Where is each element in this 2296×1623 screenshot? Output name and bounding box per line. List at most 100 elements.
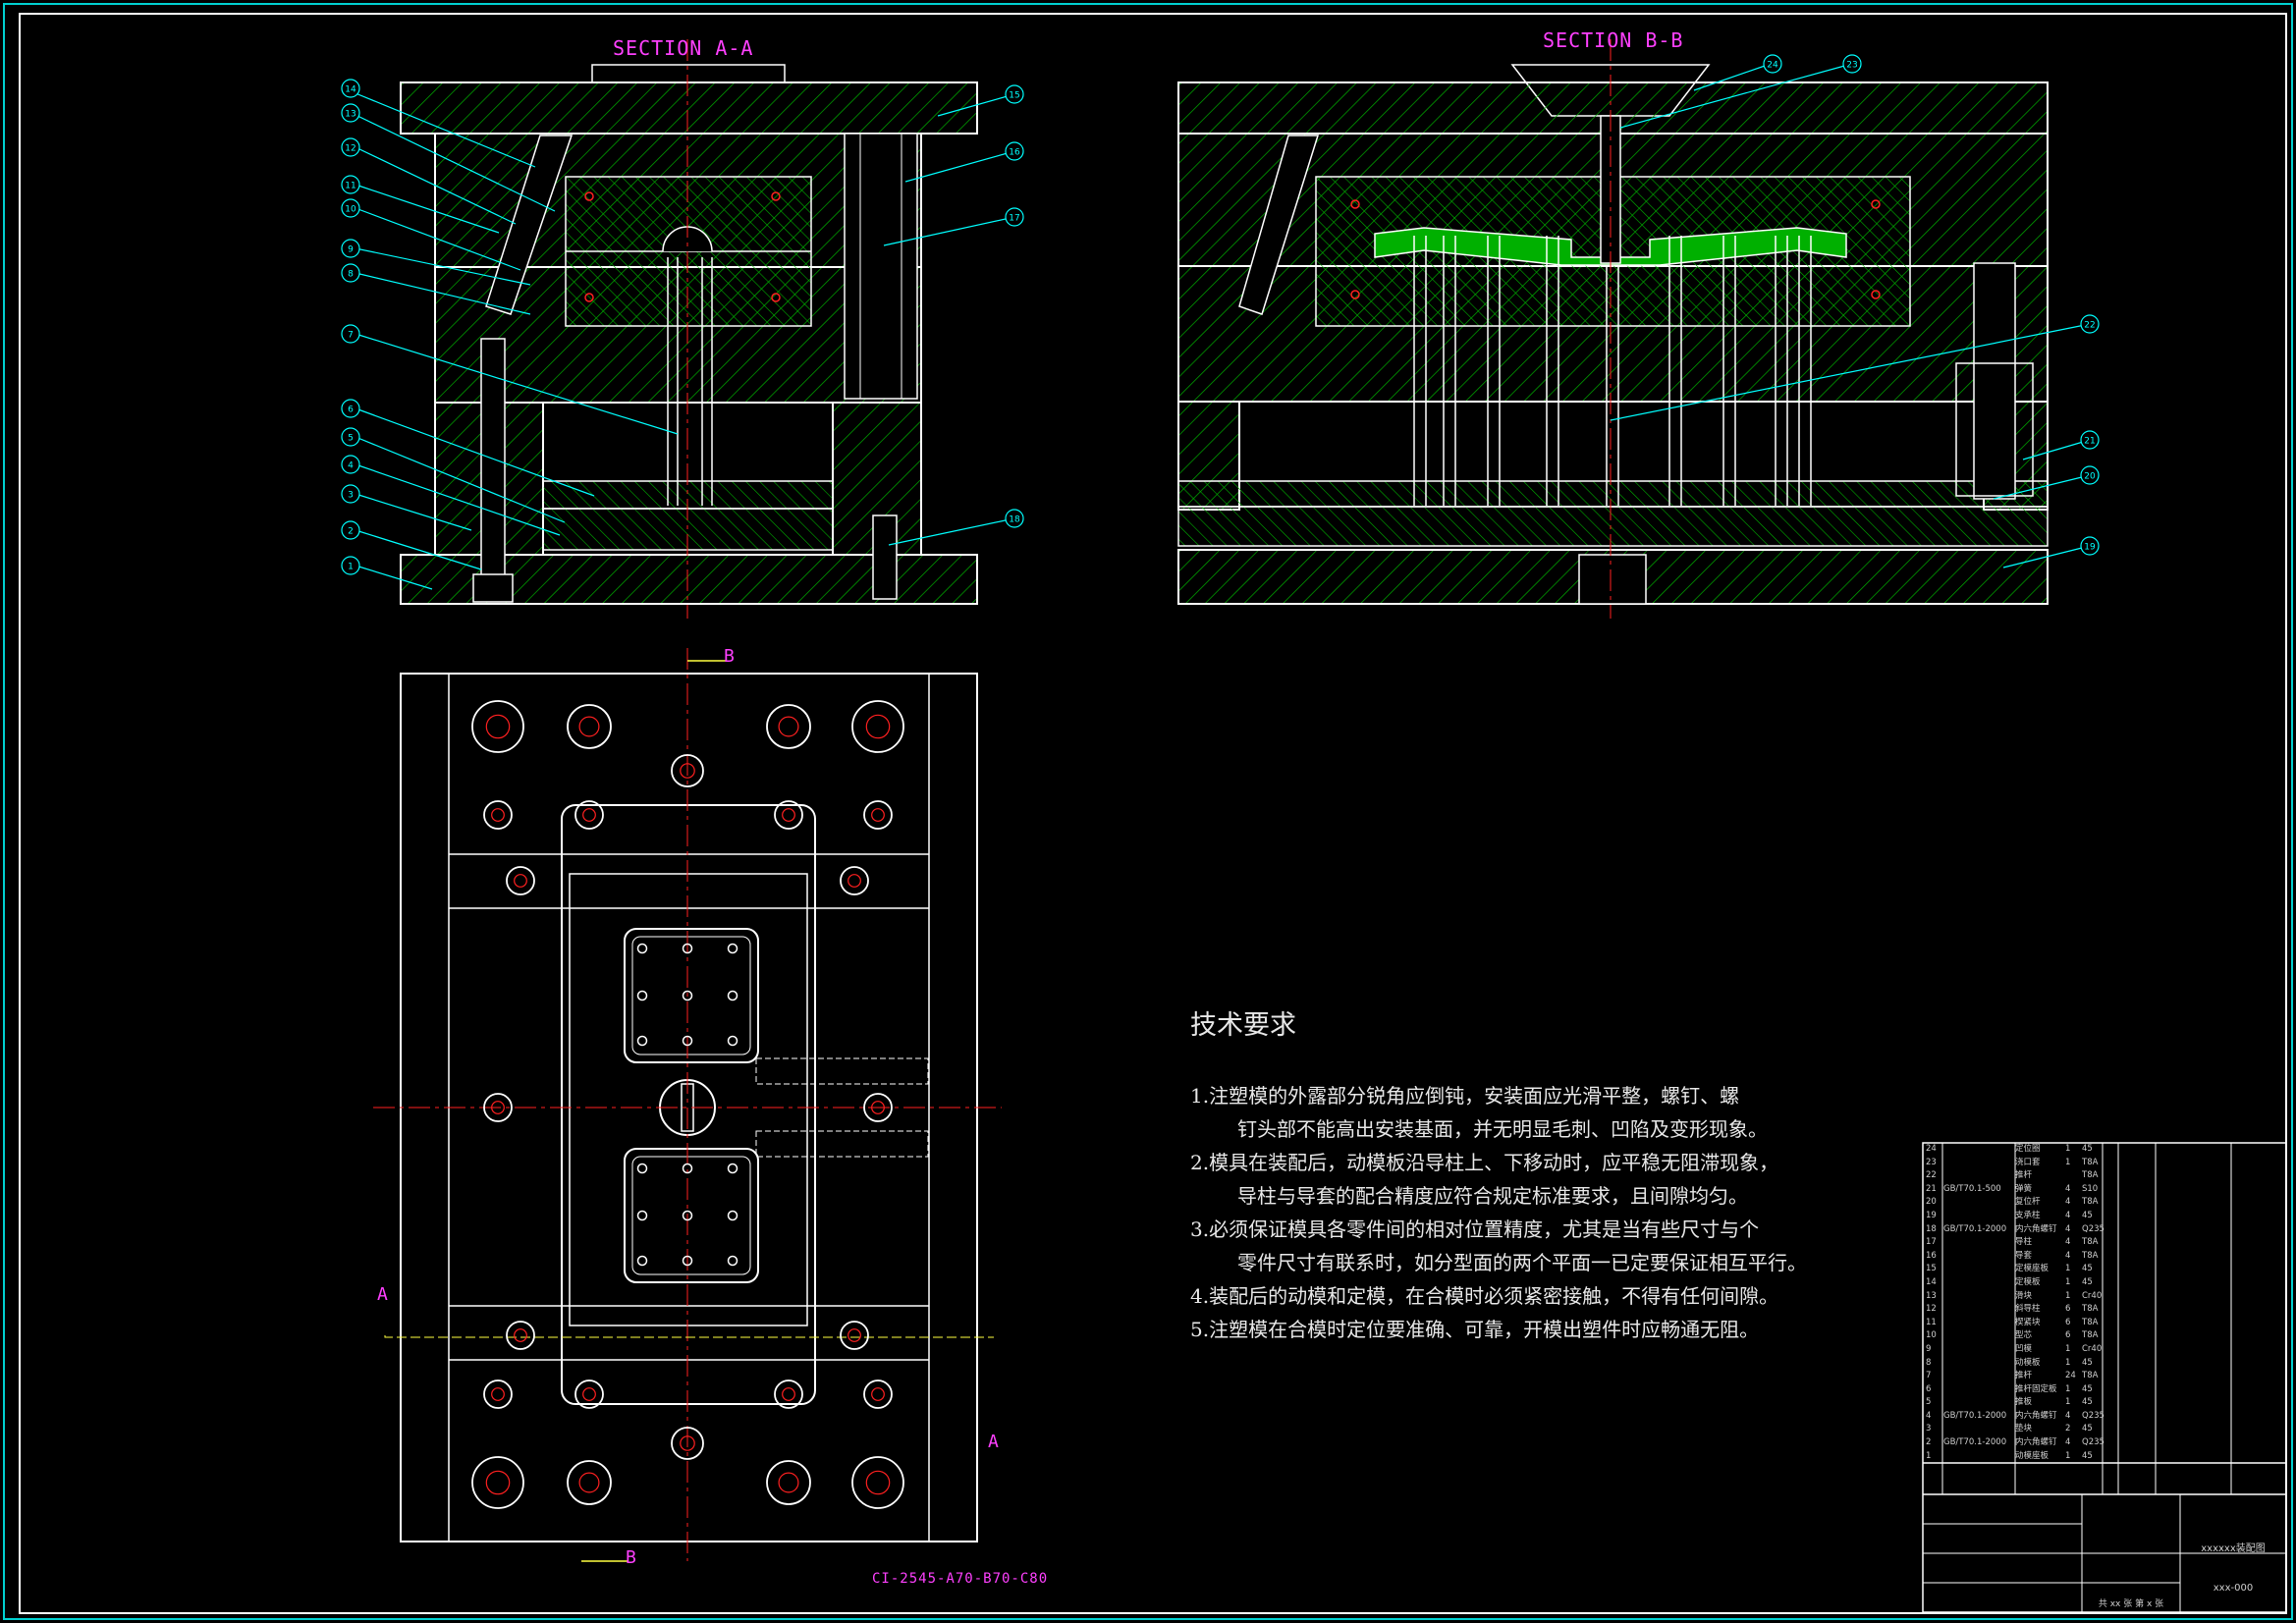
bolt-hole-center (782, 1387, 795, 1401)
bom-cell-name: 凹模 (2015, 1343, 2033, 1354)
bom-cell-no: 8 (1926, 1357, 1932, 1368)
bolt-hole-center (578, 716, 600, 737)
bolt-hole (574, 1380, 604, 1409)
ejector-hole (682, 1035, 693, 1047)
part-balloon-number: 15 (1009, 91, 1019, 101)
tech-item: 钉头部不能高出安装基面，并无明显毛刺、凹陷及变形现象。 (1237, 1117, 1768, 1141)
bolt-hole-center (871, 808, 885, 822)
bom-cell-note (2118, 1383, 2275, 1397)
bom-cell-no: 22 (1926, 1170, 1937, 1181)
bom-cell-std (1943, 1263, 2015, 1276)
cut-a-label-right: A (988, 1432, 1000, 1452)
bom-cell-qty: 4 (2065, 1237, 2071, 1248)
bolt-hole (483, 800, 513, 830)
bom-cell-qty: 1 (2065, 1264, 2071, 1274)
ejector-hole (636, 1210, 648, 1221)
bom-cell-name: 定位圈 (2015, 1144, 2041, 1154)
bom-cell-qty: 1 (2065, 1276, 2071, 1287)
part-balloon-number: 12 (345, 144, 355, 154)
section-a-a-view (400, 39, 978, 619)
bom-cell-std (1943, 1396, 2015, 1410)
tech-item: 5.注塑模在合模时定位要准确、可靠，开模出塑件时应畅通无阻。 (1190, 1318, 1760, 1341)
bom-cell-note (2118, 1157, 2275, 1170)
plan-view-bolt-holes (471, 700, 904, 1509)
part-balloon (341, 198, 360, 218)
bom-cell-name: 弹簧 (2015, 1183, 2033, 1194)
part-balloon-number: 8 (348, 270, 354, 280)
bom-cell-mat: S10 (2082, 1183, 2099, 1194)
bolt-hole (671, 754, 704, 787)
bom-cell-qty: 1 (2065, 1290, 2071, 1301)
bolt-hole (840, 1321, 869, 1350)
bom-cell-name: 推板 (2015, 1397, 2033, 1408)
bom-cell-std: GB/T70.1-2000 (1943, 1437, 2007, 1448)
bom-cell-note (2118, 1303, 2275, 1317)
bom-cell-qty: 6 (2065, 1330, 2071, 1341)
bom-cell-no: 23 (1926, 1157, 1937, 1167)
bolt-hole (471, 1456, 524, 1509)
bom-cell-mat: T8A (2082, 1250, 2099, 1261)
part-balloon-number: 7 (348, 331, 354, 341)
bom-cell-no: 4 (1926, 1410, 1932, 1421)
bolt-hole-center (491, 1101, 505, 1114)
part-balloon (341, 239, 360, 258)
tech-item: 2.模具在装配后，动模板沿导柱上、下移动时，应平稳无阻滞现象， (1190, 1151, 1779, 1174)
part-balloon-number: 10 (345, 205, 356, 215)
bom-cell-qty: 1 (2065, 1357, 2071, 1368)
part-balloon (2080, 430, 2100, 450)
ejector-hole (727, 1163, 738, 1174)
bom-cell-mat: T8A (2082, 1157, 2099, 1167)
bom-cell-no: 17 (1926, 1237, 1937, 1248)
bom-cell-std (1943, 1383, 2015, 1397)
bom-cell-std (1943, 1236, 2015, 1250)
bom-cell-std: GB/T70.1-2000 (1943, 1410, 2007, 1421)
bom-cell-name: 复位杆 (2015, 1197, 2041, 1208)
ejector-hole (682, 1210, 693, 1221)
bolt-hole-center (485, 1470, 511, 1495)
ejector-hole (727, 1035, 738, 1047)
part-balloon-number: 1 (348, 563, 354, 572)
bom-cell-mat: Q235 (2082, 1223, 2105, 1234)
part-balloon-number: 6 (348, 406, 354, 415)
bom-cell-qty: 1 (2065, 1157, 2071, 1167)
bom-cell-no: 10 (1926, 1330, 1937, 1341)
plan-view (373, 648, 1002, 1562)
bom-cell-std (1943, 1157, 2015, 1170)
bolt-hole (863, 1380, 893, 1409)
bom-cell-qty: 1 (2065, 1383, 2071, 1394)
bom-cell-note (2118, 1317, 2275, 1330)
bom-cell-std: GB/T70.1-2000 (1943, 1223, 2007, 1234)
bolt-hole (774, 1380, 803, 1409)
bom-cell-note (2118, 1276, 2275, 1290)
bolt-hole (851, 700, 904, 753)
part-balloon-number: 3 (348, 491, 354, 501)
bolt-hole (483, 1380, 513, 1409)
bom-cell-std (1943, 1423, 2015, 1436)
part-balloon (341, 175, 360, 194)
bom-cell-no: 15 (1926, 1264, 1937, 1274)
bom-cell-no: 1 (1926, 1450, 1932, 1461)
bolt-hole-center (491, 808, 505, 822)
bom-cell-qty: 4 (2065, 1197, 2071, 1208)
bom-cell-qty (2065, 1169, 2082, 1183)
bom-cell-name: 定模座板 (2015, 1264, 2050, 1274)
ejector-hole (682, 1255, 693, 1267)
bom-cell-std (1943, 1357, 2015, 1371)
bom-cell-mat: Cr40 (2082, 1343, 2103, 1354)
bom-cell-mat: 45 (2082, 1424, 2093, 1434)
bom-cell-std (1943, 1196, 2015, 1210)
part-balloon (341, 137, 360, 157)
bom-cell-qty: 4 (2065, 1410, 2071, 1421)
bom-cell-note (2118, 1236, 2275, 1250)
ejector-hole (682, 990, 693, 1001)
bom-cell-mat: T8A (2082, 1170, 2099, 1181)
bom-cell-mat: 45 (2082, 1144, 2093, 1154)
cut-b-label-top: B (724, 646, 736, 667)
